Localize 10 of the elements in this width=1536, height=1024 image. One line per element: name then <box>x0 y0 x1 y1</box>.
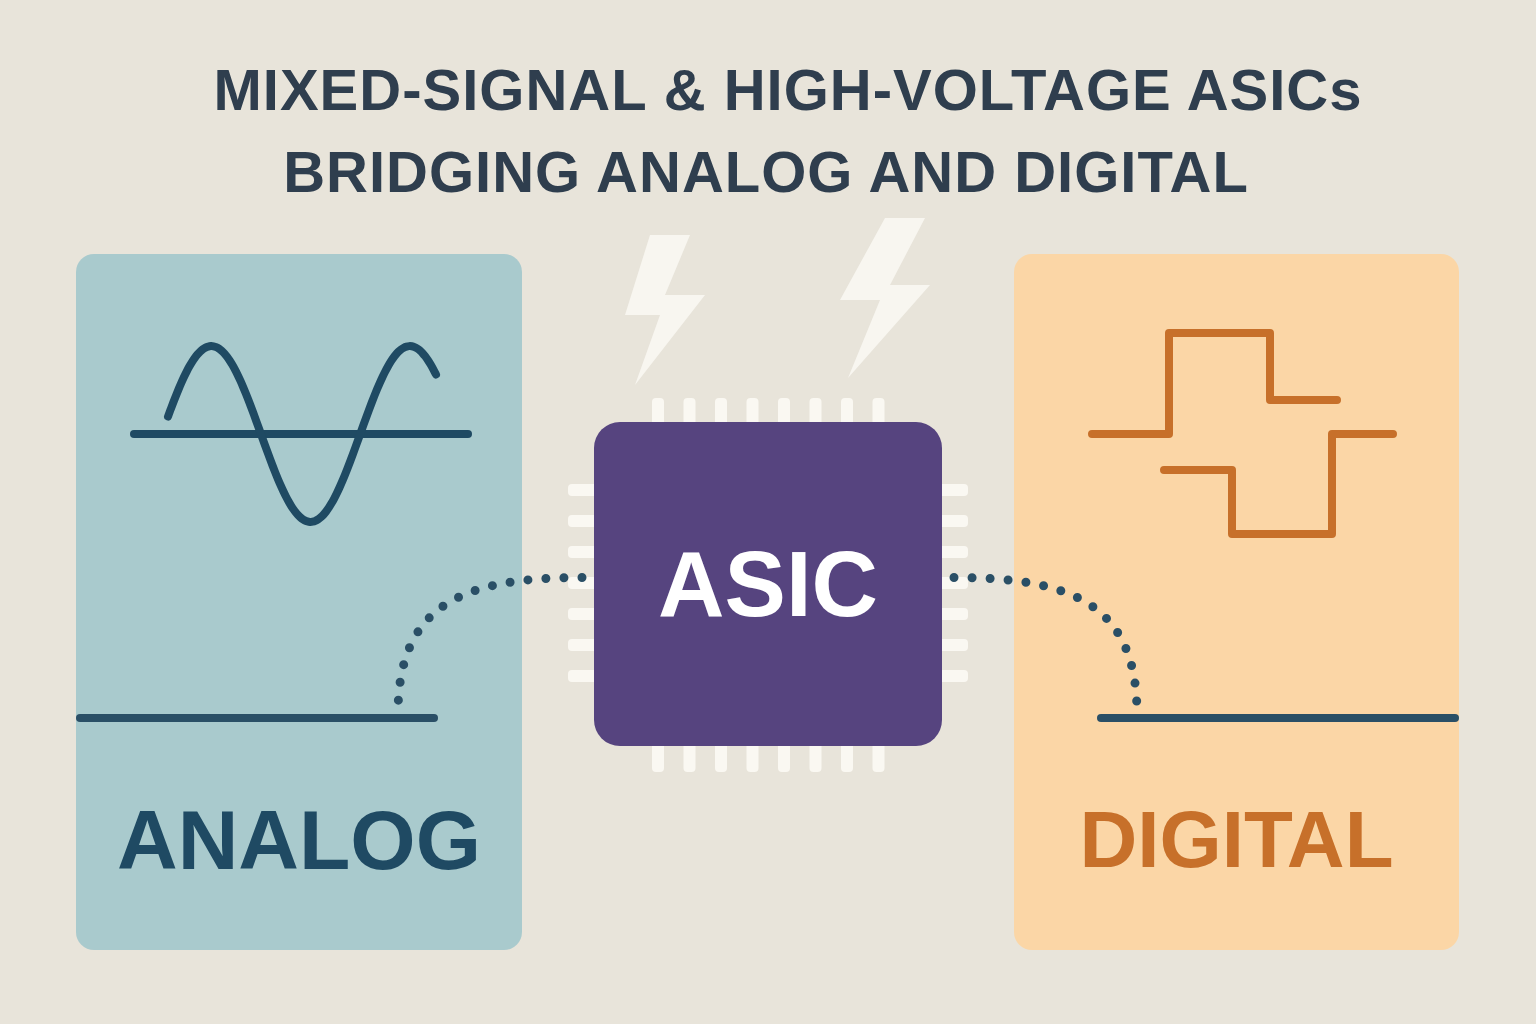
title: MIXED-SIGNAL & HIGH-VOLTAGE ASICs <box>212 56 1364 123</box>
signal-bar <box>1097 714 1459 722</box>
analog-panel <box>76 254 522 950</box>
chip-label: ASIC <box>657 532 879 637</box>
signal-bar <box>76 714 438 722</box>
subtitle: BRIDGING ANALOG AND DIGITAL <box>282 138 1250 205</box>
digital-panel <box>1014 254 1459 950</box>
panel-label: DIGITAL <box>1078 794 1395 886</box>
panel-label: ANALOG <box>116 792 482 889</box>
asic-chip <box>594 422 942 746</box>
